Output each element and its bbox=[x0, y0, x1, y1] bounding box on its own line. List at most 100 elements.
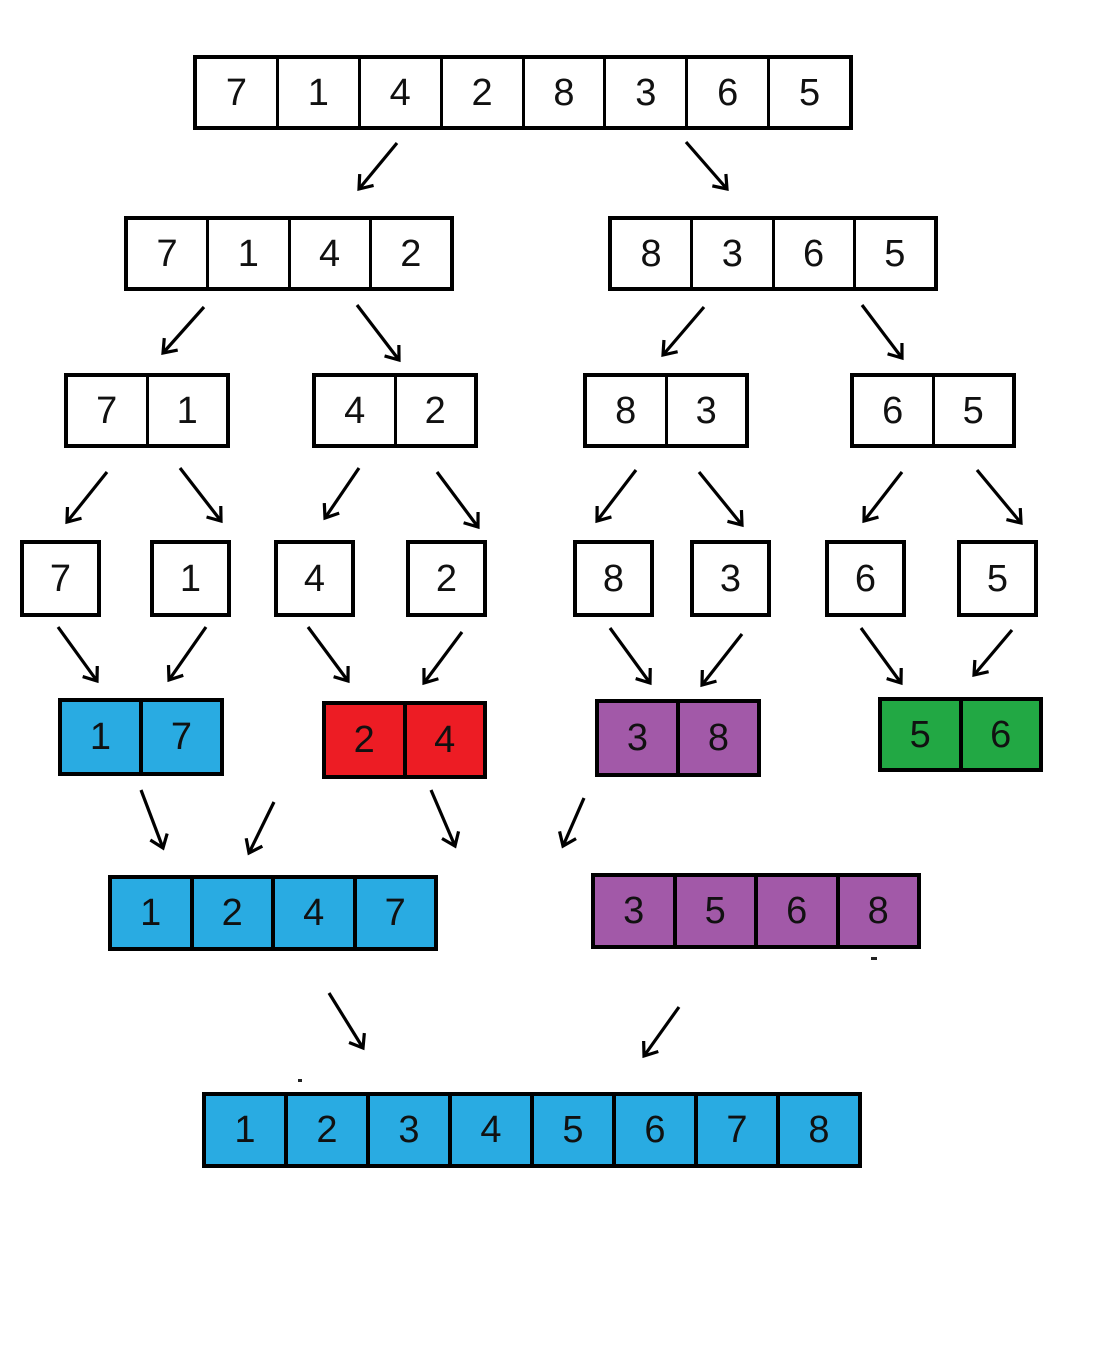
array-cell: 6 bbox=[882, 389, 904, 432]
array-cell: 5 bbox=[530, 1096, 612, 1164]
merge-arrow bbox=[65, 471, 109, 525]
array-cell: 8 bbox=[521, 59, 604, 126]
array-row-left-half: 7 1 4 2 bbox=[124, 216, 454, 291]
merge-arrow bbox=[161, 305, 206, 355]
array-row-merged-38: 3 8 bbox=[595, 699, 761, 777]
array-cell: 1 bbox=[179, 557, 202, 600]
merge-arrow bbox=[860, 304, 904, 361]
array-row-single-5: 5 bbox=[957, 540, 1038, 617]
array-cell: 3 bbox=[623, 890, 645, 932]
array-cell: 6 bbox=[612, 1096, 694, 1164]
array-cell: 8 bbox=[776, 1096, 858, 1164]
array-cell: 7 bbox=[352, 879, 435, 947]
array-cell: 4 bbox=[271, 879, 353, 947]
array-cell: 6 bbox=[754, 877, 836, 945]
merge-arrow bbox=[357, 141, 399, 192]
merge-arrow bbox=[558, 797, 586, 849]
array-cell: 7 bbox=[225, 71, 247, 114]
array-row-pair-42: 4 2 bbox=[312, 373, 478, 448]
array-row-pair-65: 6 5 bbox=[850, 373, 1016, 448]
array-row-single-3: 3 bbox=[690, 540, 771, 617]
array-cell: 4 bbox=[448, 1096, 530, 1164]
array-cell: 1 bbox=[89, 716, 112, 758]
array-cell: 1 bbox=[145, 377, 227, 444]
array-cell: 2 bbox=[353, 719, 375, 761]
array-row-sorted: 1 2 3 4 5 6 7 8 bbox=[202, 1092, 862, 1168]
array-row-merged-3568: 3 5 6 8 bbox=[591, 873, 921, 949]
merge-arrow bbox=[684, 140, 729, 192]
array-cell: 3 bbox=[664, 377, 746, 444]
array-row-pair-83: 8 3 bbox=[583, 373, 749, 448]
array-cell: 8 bbox=[615, 389, 637, 432]
merge-arrow bbox=[166, 626, 208, 683]
array-cell: 1 bbox=[140, 892, 162, 934]
array-cell: 8 bbox=[835, 877, 918, 945]
array-row-merged-1247: 1 2 4 7 bbox=[108, 875, 438, 951]
array-row-single-8: 8 bbox=[573, 540, 654, 617]
stray-mark bbox=[298, 1079, 302, 1082]
merge-arrow bbox=[608, 627, 652, 686]
array-cell: 8 bbox=[640, 232, 662, 275]
array-cell: 3 bbox=[690, 220, 771, 287]
array-row-initial: 7 1 4 2 8 3 6 5 bbox=[193, 55, 853, 130]
array-cell: 7 bbox=[139, 702, 220, 772]
array-cell: 6 bbox=[958, 701, 1040, 768]
merge-arrow bbox=[862, 471, 904, 524]
array-cell: 5 bbox=[672, 877, 755, 945]
array-row-merged-24: 2 4 bbox=[322, 701, 487, 779]
array-row-merged-17: 1 7 bbox=[58, 698, 224, 776]
array-cell: 6 bbox=[854, 557, 877, 600]
array-cell: 1 bbox=[275, 59, 358, 126]
array-row-single-2: 2 bbox=[406, 540, 487, 617]
array-cell: 5 bbox=[767, 59, 849, 126]
array-cell: 4 bbox=[402, 705, 484, 775]
merge-arrow bbox=[859, 627, 903, 686]
array-cell: 6 bbox=[685, 59, 767, 126]
merge-arrow bbox=[56, 626, 99, 684]
merge-arrow bbox=[306, 626, 350, 684]
merge-arrow bbox=[327, 992, 366, 1051]
merge-arrow bbox=[697, 470, 744, 528]
array-cell: 6 bbox=[771, 220, 853, 287]
merge-arrow bbox=[975, 468, 1023, 526]
array-cell: 2 bbox=[439, 59, 522, 126]
array-cell: 7 bbox=[49, 557, 72, 600]
merge-arrow bbox=[700, 633, 744, 688]
array-cell: 8 bbox=[602, 557, 625, 600]
array-cell: 5 bbox=[931, 377, 1013, 444]
array-cell: 3 bbox=[366, 1096, 448, 1164]
array-cell: 4 bbox=[303, 557, 326, 600]
array-cell: 3 bbox=[603, 59, 685, 126]
array-cell: 4 bbox=[344, 389, 366, 432]
merge-arrow bbox=[322, 467, 361, 521]
array-cell: 3 bbox=[719, 557, 742, 600]
merge-arrow bbox=[642, 1006, 681, 1059]
array-cell: 1 bbox=[206, 220, 287, 287]
merge-arrow bbox=[244, 801, 276, 856]
array-cell: 7 bbox=[96, 389, 118, 432]
array-row-single-6: 6 bbox=[825, 540, 906, 617]
array-cell: 5 bbox=[986, 557, 1009, 600]
array-row-single-1: 1 bbox=[150, 540, 231, 617]
array-row-right-half: 8 3 6 5 bbox=[608, 216, 938, 291]
merge-arrow bbox=[435, 471, 480, 530]
merge-arrow bbox=[139, 789, 169, 851]
array-cell: 3 bbox=[626, 717, 649, 759]
array-cell: 5 bbox=[852, 220, 934, 287]
merge-arrow bbox=[178, 467, 223, 524]
array-row-single-7: 7 bbox=[20, 540, 101, 617]
array-cell: 2 bbox=[189, 879, 272, 947]
merge-arrow bbox=[595, 469, 638, 524]
merge-arrow bbox=[429, 789, 461, 849]
merge-arrow bbox=[661, 305, 706, 358]
merge-arrow bbox=[355, 304, 401, 363]
array-cell: 2 bbox=[368, 220, 450, 287]
array-row-merged-56: 5 6 bbox=[878, 697, 1043, 772]
array-cell: 7 bbox=[694, 1096, 776, 1164]
array-cell: 4 bbox=[287, 220, 369, 287]
stray-mark bbox=[871, 957, 877, 960]
merge-arrow bbox=[972, 628, 1014, 678]
array-cell: 1 bbox=[234, 1109, 256, 1151]
array-cell: 4 bbox=[357, 59, 440, 126]
